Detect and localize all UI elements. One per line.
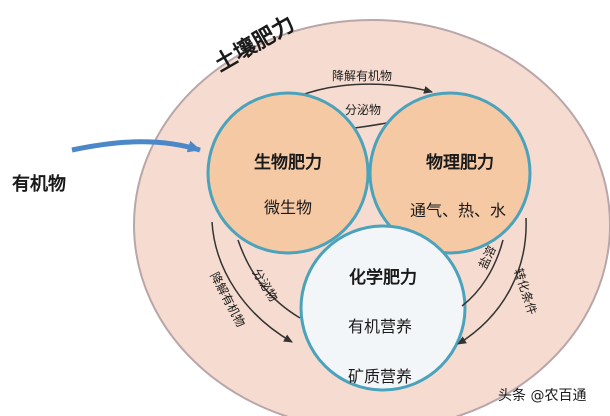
phys-circle: [368, 91, 532, 255]
watermark: 头条 @农百通: [498, 387, 586, 404]
label-top-inner: 分泌物: [345, 103, 381, 117]
chem-line2: 矿质营养: [348, 367, 412, 386]
bio-line1: 微生物: [264, 198, 312, 217]
arrow-left-outer: [211, 221, 293, 343]
arrow-right-outer: [457, 217, 527, 345]
bio-title: 生物肥力: [254, 152, 322, 173]
arrow-right-inner: [461, 239, 504, 307]
chem-circle: [299, 224, 467, 392]
arrow-left-inner: [237, 239, 301, 319]
phys-title: 物理肥力: [426, 152, 494, 173]
bio-circle: [206, 91, 370, 255]
phys-line1: 通气、热、水: [410, 201, 506, 220]
chem-title: 化学肥力: [349, 267, 417, 288]
chem-line1: 有机营养: [348, 317, 412, 336]
input-arrow: [71, 139, 201, 153]
label-top-outer: 降解有机物: [332, 69, 392, 83]
input-label: 有机物: [12, 173, 66, 195]
